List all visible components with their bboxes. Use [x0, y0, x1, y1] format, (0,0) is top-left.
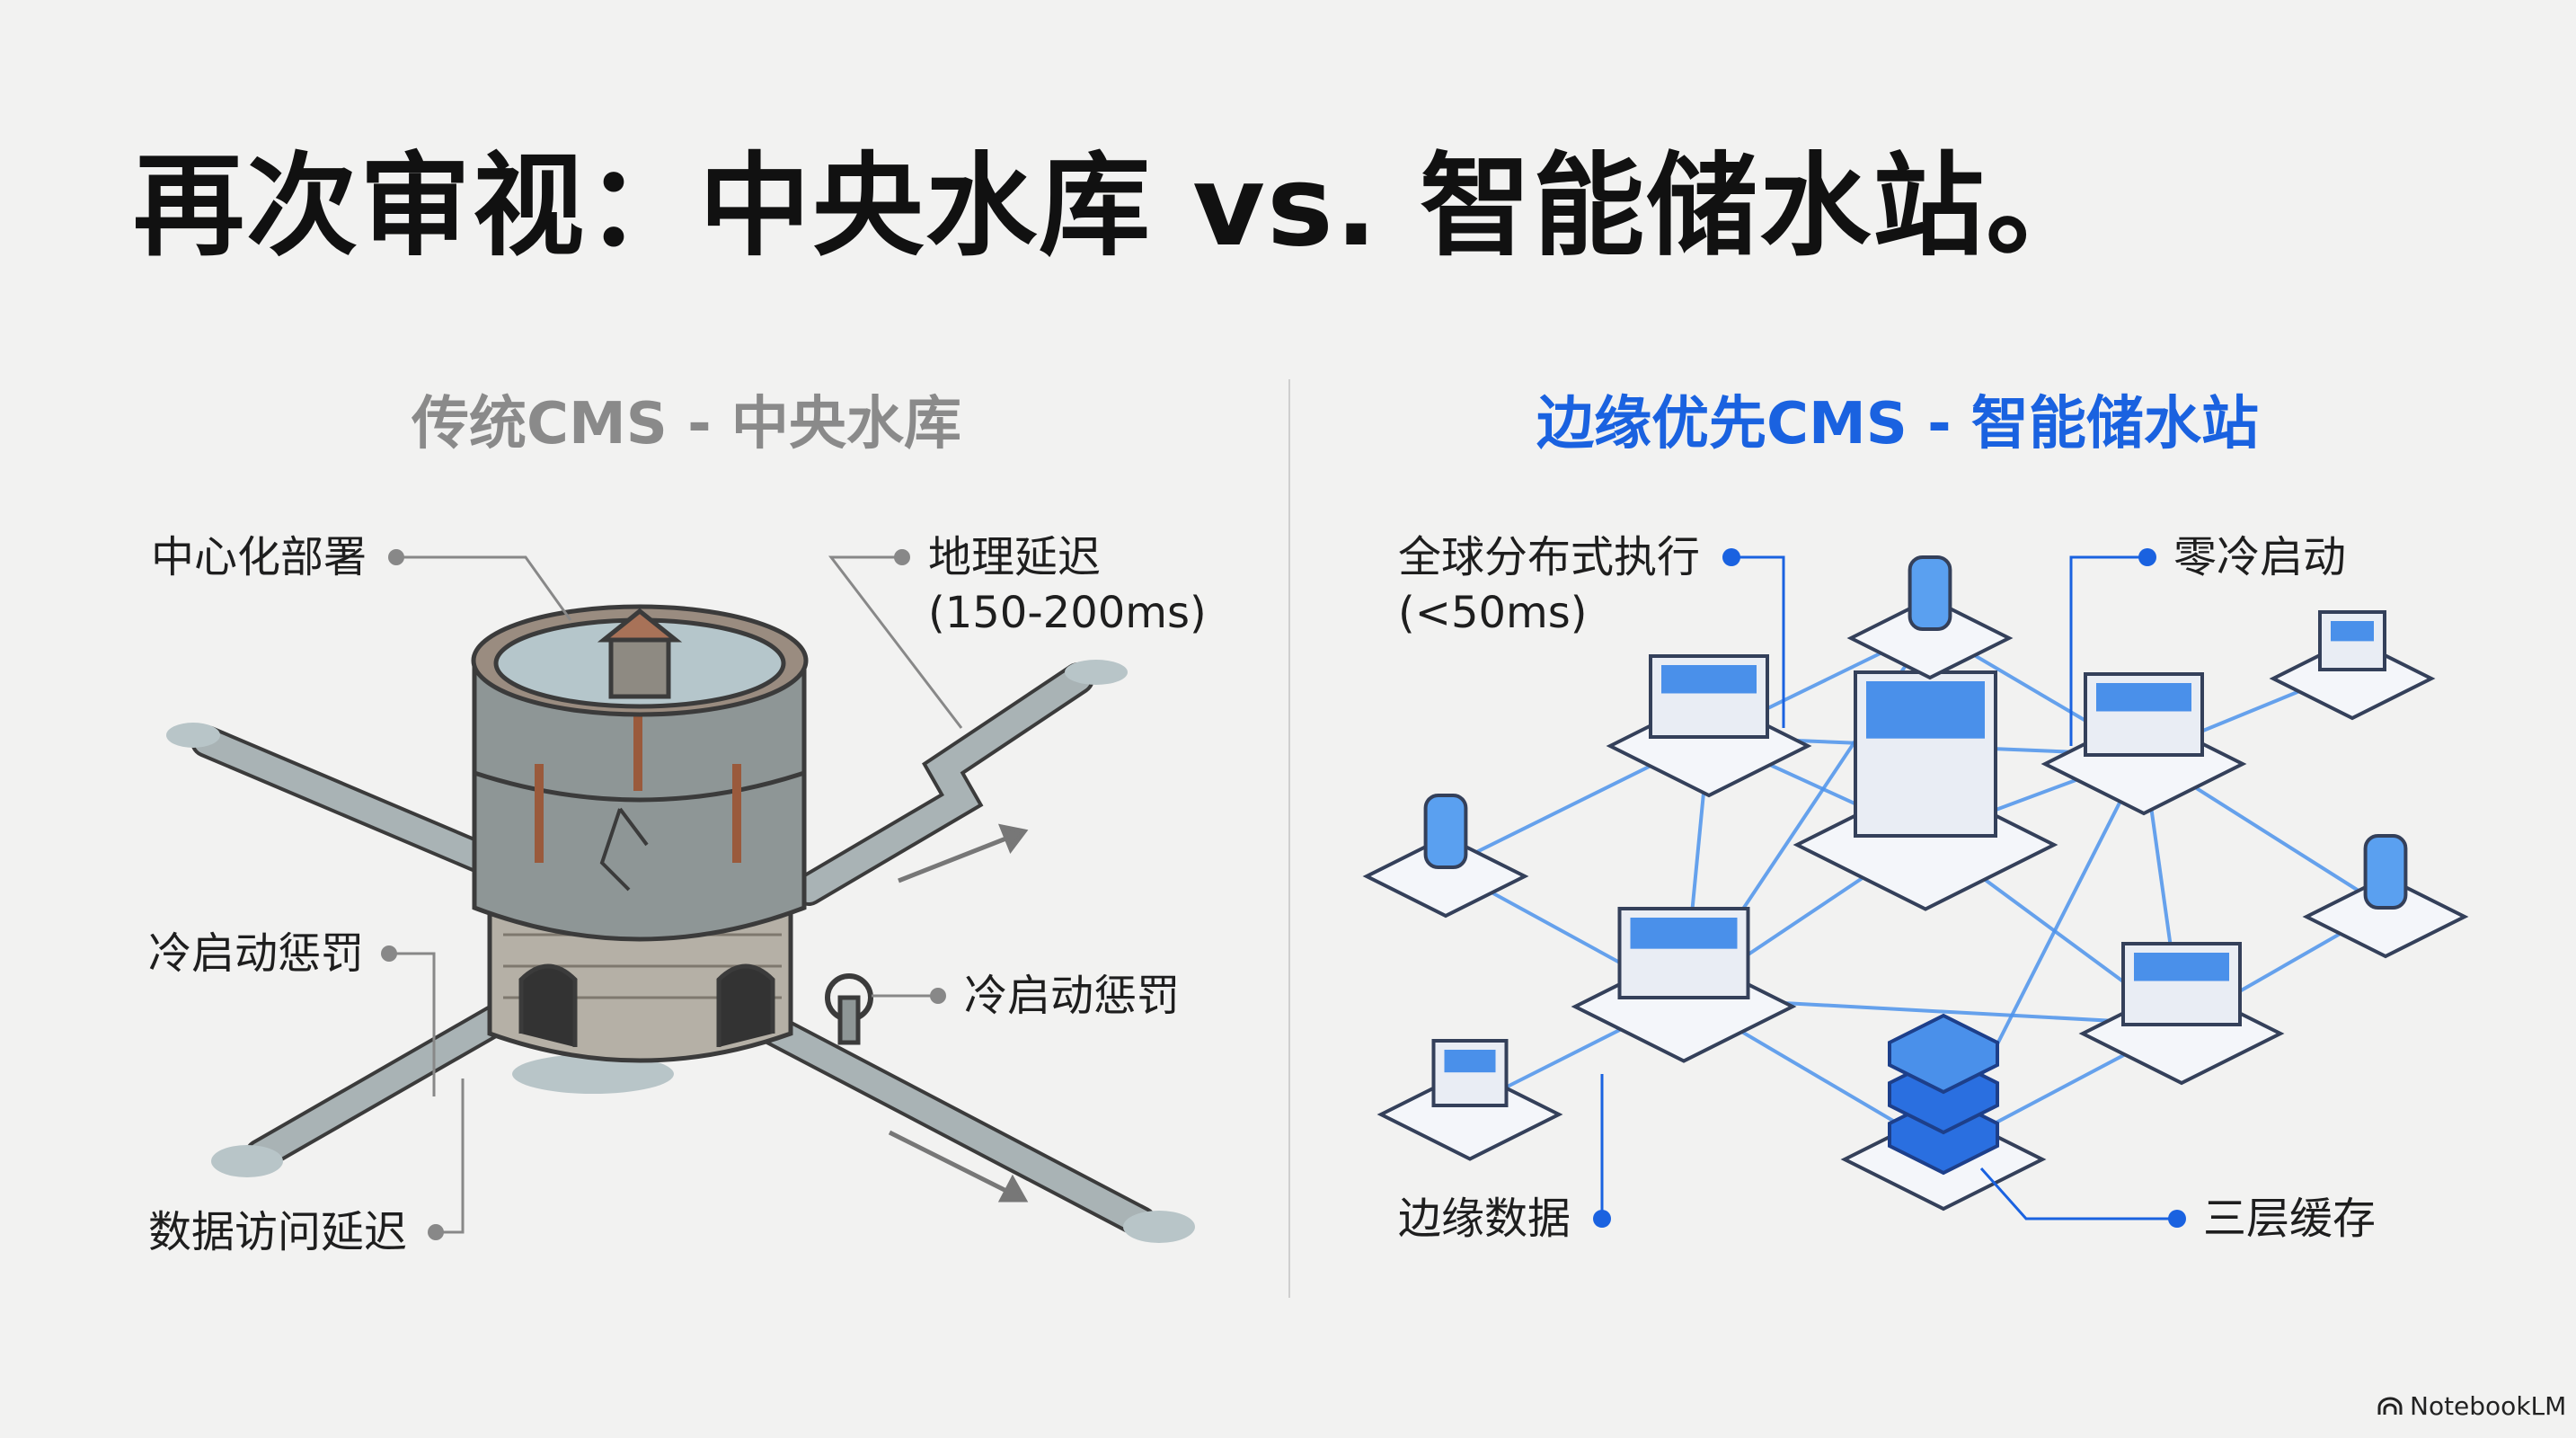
node-screen [2134, 953, 2229, 981]
node-platform [1362, 834, 1529, 919]
node-screen [2331, 621, 2374, 642]
node-platform [1846, 596, 2014, 680]
label-zero-cold: 零冷启动 [2173, 532, 2347, 582]
cache-layer-icon [1888, 1013, 1999, 1095]
pipes [190, 662, 1157, 1238]
divider [1288, 379, 1290, 1298]
label-global-exec: 全球分布式执行 [1398, 532, 1701, 582]
edge-network-illustration [1362, 555, 2469, 1212]
label-geo-latency: 地理延迟 [928, 532, 1102, 582]
right-leaders [1593, 548, 2186, 1228]
slide-title: 再次审视：中央水库 vs. 智能储水站。 [133, 142, 2100, 271]
central-reservoir-illustration [166, 604, 1195, 1243]
notebooklm-logo-icon [2377, 1397, 2403, 1415]
storage-cylinder-icon [1423, 794, 1468, 869]
node-screen [1444, 1050, 1496, 1073]
node-screen [1630, 918, 1738, 949]
label-cold-start-left: 冷启动惩罚 [148, 928, 365, 979]
storage-cylinder-icon [1908, 555, 1952, 631]
brand-watermark: NotebookLM [2377, 1391, 2566, 1421]
label-global-exec-value: (<50ms) [1398, 588, 1588, 638]
storage-cylinder-icon [2363, 834, 2408, 910]
left-heading: 传统CMS - 中央水库 [412, 391, 961, 457]
brand-text: NotebookLM [2410, 1391, 2567, 1421]
left-leaders [381, 549, 963, 1240]
label-data-access: 数据访问延迟 [148, 1207, 408, 1257]
label-geo-latency-value: (150-200ms) [928, 588, 1207, 638]
node-screen [2096, 683, 2191, 712]
node-platform [2302, 874, 2469, 959]
label-tier-cache: 三层缓存 [2203, 1194, 2377, 1244]
label-cold-start-right: 冷启动惩罚 [964, 971, 1181, 1021]
label-centralized: 中心化部署 [151, 532, 367, 582]
right-heading: 边缘优先CMS - 智能储水站 [1536, 391, 2259, 457]
node-screen [1661, 665, 1757, 694]
label-edge-data: 边缘数据 [1398, 1194, 1571, 1244]
node-screen [1866, 681, 1985, 739]
